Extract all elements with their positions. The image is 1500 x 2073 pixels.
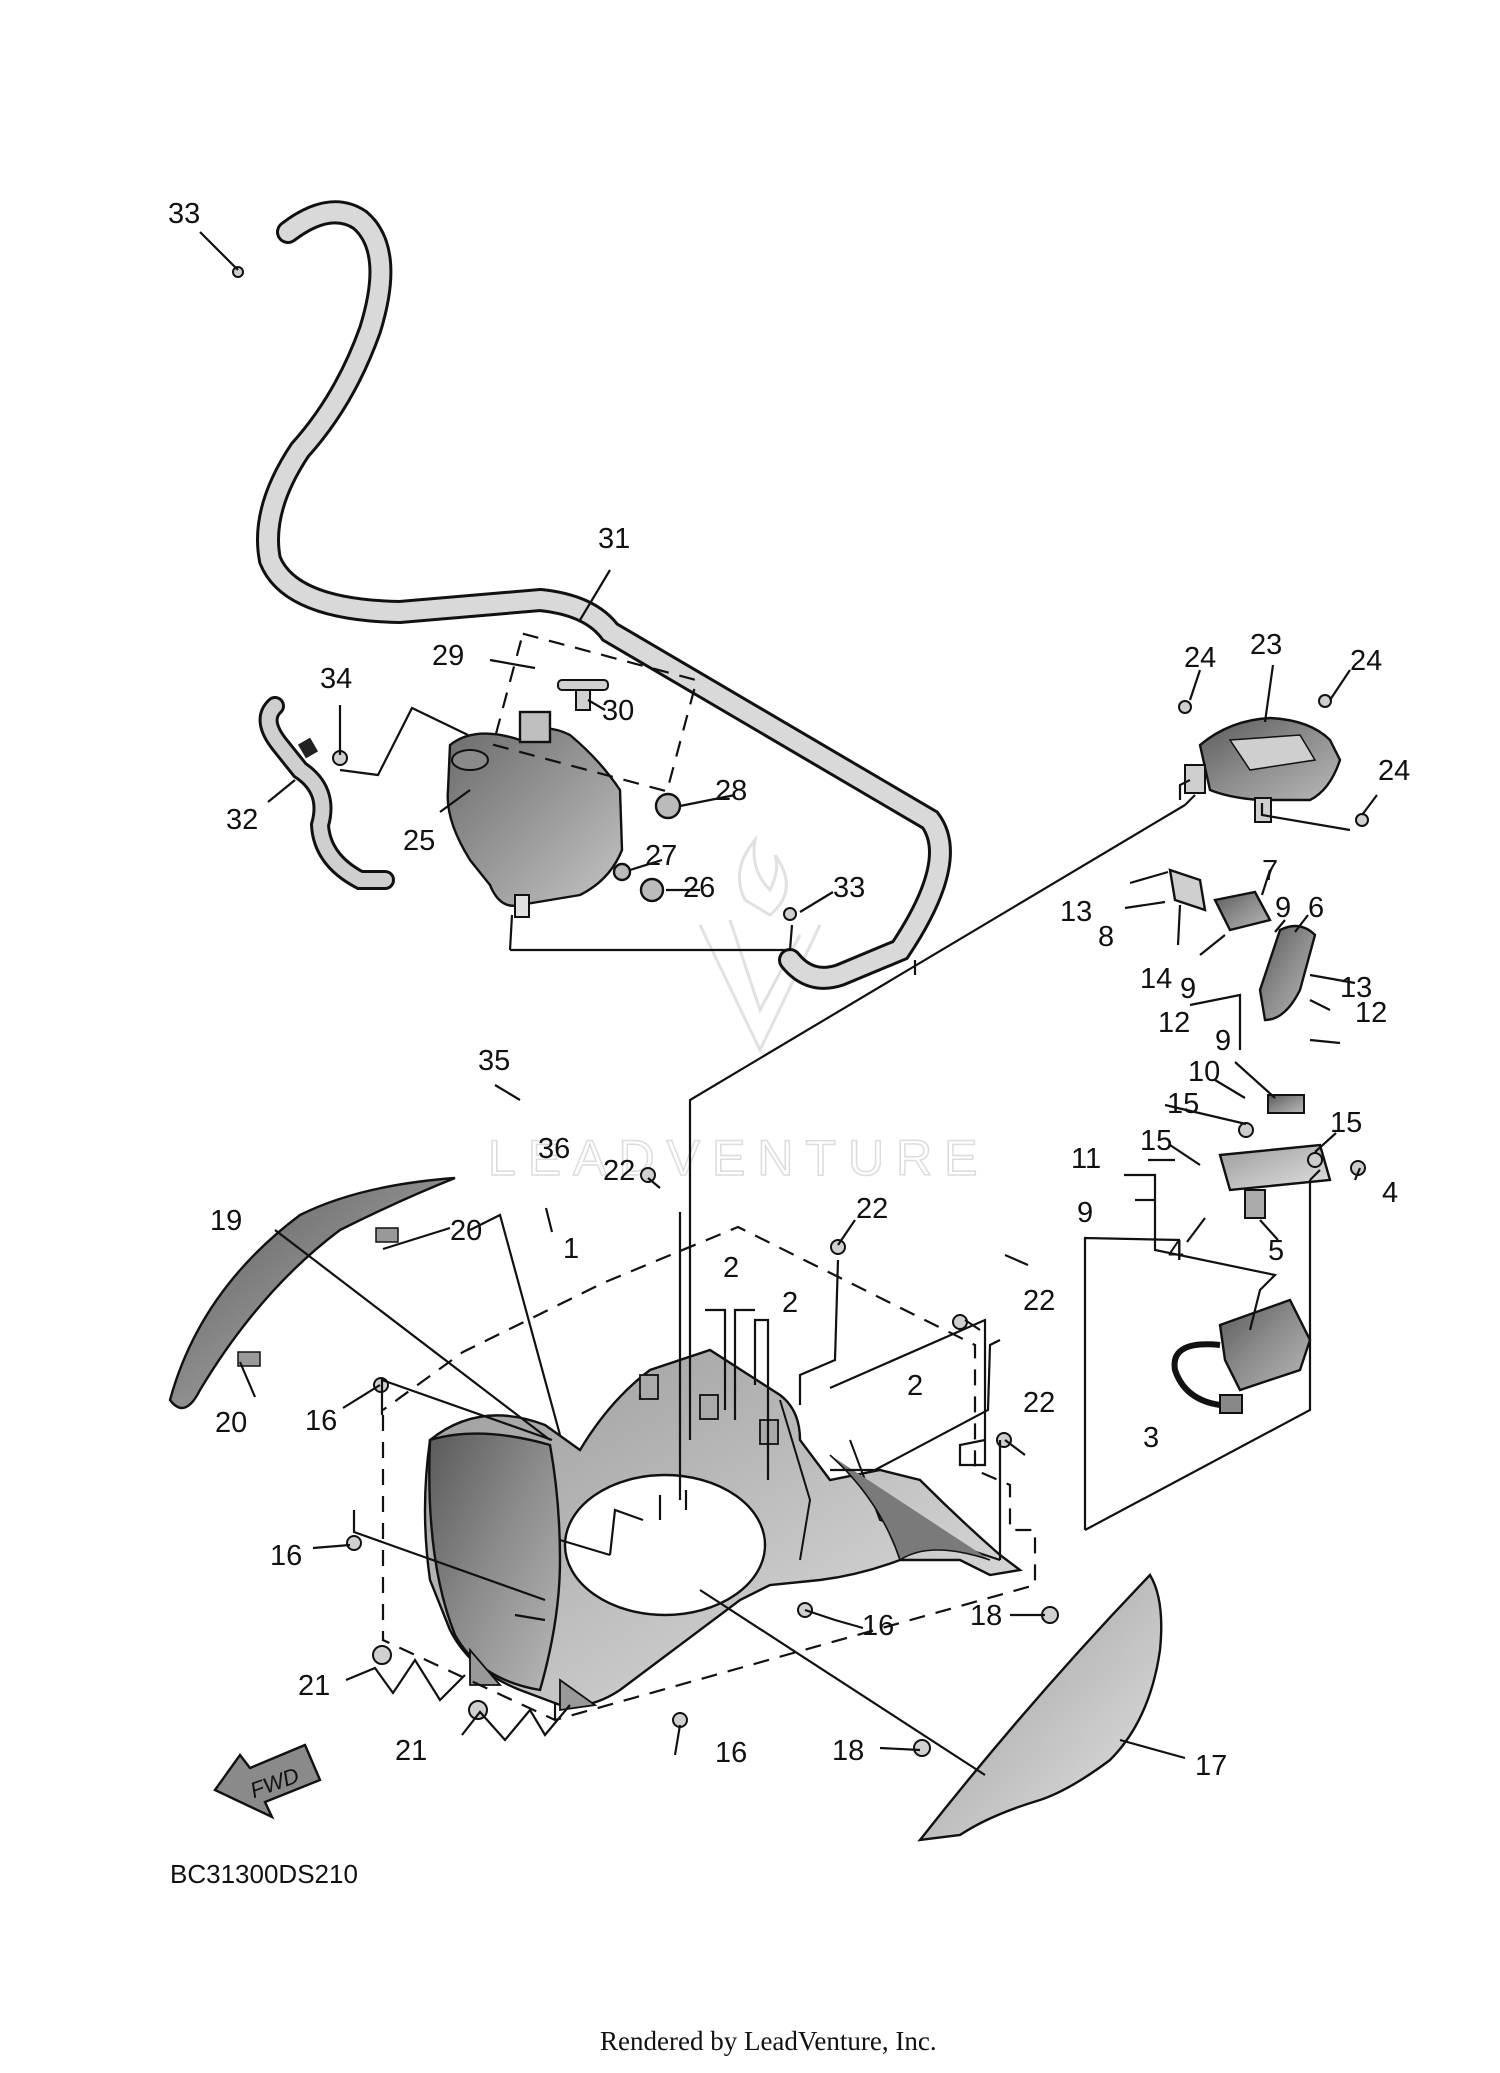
hose-32-part	[258, 696, 395, 890]
callout-c14: 14	[1140, 963, 1172, 995]
side-panel-17-part	[917, 1573, 1163, 1842]
footer-credit: Rendered by LeadVenture, Inc.	[600, 2026, 937, 2056]
callout-c15b: 15	[1140, 1125, 1172, 1157]
callout-c3: 3	[1143, 1422, 1159, 1454]
callout-c35: 35	[478, 1045, 510, 1077]
callout-c9c: 9	[1215, 1025, 1231, 1057]
watermark-text: LEADVENTURE	[488, 1130, 990, 1186]
callout-c16b: 16	[270, 1540, 302, 1572]
callout-c21b: 21	[395, 1735, 427, 1767]
callout-c9b: 9	[1180, 973, 1196, 1005]
callout-c24a: 24	[1184, 642, 1216, 674]
callout-c13b: 13	[1340, 972, 1372, 1004]
trim-strip-19-part	[168, 1176, 456, 1410]
callout-c15c: 15	[1330, 1107, 1362, 1139]
fasteners-panel	[232, 266, 1369, 1757]
callout-c29: 29	[432, 640, 464, 672]
callout-c9a: 9	[1275, 892, 1291, 924]
callout-c19: 19	[210, 1205, 242, 1237]
dashed-boundaries	[381, 1225, 1037, 1722]
callout-c28: 28	[715, 775, 747, 807]
callout-c4a: 4	[1382, 1177, 1398, 1209]
fwd-arrow-icon: FWD	[213, 1743, 322, 1820]
callout-c6: 6	[1308, 892, 1324, 924]
callout-c17: 17	[1195, 1750, 1227, 1782]
fasteners-tank	[612, 792, 682, 903]
callout-c33a: 33	[168, 198, 200, 230]
callout-c24c: 24	[1378, 755, 1410, 787]
cap-30-part	[491, 632, 699, 793]
reservoir-tank-25-part	[446, 710, 624, 918]
bracket-parts-group	[1168, 868, 1366, 1219]
hose-31-part	[256, 200, 952, 990]
callout-c25: 25	[403, 825, 435, 857]
callout-c2b: 2	[782, 1287, 798, 1319]
callout-c30: 30	[602, 695, 634, 727]
callout-c20b: 20	[215, 1407, 247, 1439]
callout-c4b: 4	[1168, 1235, 1184, 1267]
watermark-logo-icon	[698, 834, 822, 1054]
callout-c2a: 2	[723, 1252, 739, 1284]
callout-c22d: 22	[1023, 1387, 1055, 1419]
callout-c1: 1	[563, 1233, 579, 1265]
callout-c2c: 2	[907, 1370, 923, 1402]
callout-c10: 10	[1188, 1056, 1220, 1088]
callout-c32: 32	[226, 804, 258, 836]
inner-panel-1-part	[423, 1348, 1023, 1712]
controller-3-part	[1171, 1298, 1312, 1414]
callout-c27: 27	[645, 840, 677, 872]
callout-c21a: 21	[298, 1670, 330, 1702]
callout-c22c: 22	[1023, 1285, 1055, 1317]
callout-c22b: 22	[856, 1193, 888, 1225]
callout-c16c: 16	[862, 1610, 894, 1642]
callout-c9d: 9	[1077, 1197, 1093, 1229]
callout-c23: 23	[1250, 629, 1282, 661]
callout-c34: 34	[320, 663, 352, 695]
callout-c7: 7	[1262, 855, 1278, 887]
callout-c33b: 33	[833, 872, 865, 904]
callout-c12b: 12	[1355, 997, 1387, 1029]
callout-c36: 36	[538, 1133, 570, 1165]
callout-c8: 8	[1098, 921, 1114, 953]
callout-c16a: 16	[305, 1405, 337, 1437]
cover-23-part	[1184, 716, 1342, 823]
diagram-code: BC31300DS210	[170, 1859, 358, 1889]
callout-c26: 26	[683, 872, 715, 904]
watermark: LEADVENTURE	[487, 834, 990, 1187]
callout-c22a: 22	[603, 1155, 635, 1187]
callout-c13a: 13	[1060, 896, 1092, 928]
callout-c20a: 20	[450, 1215, 482, 1247]
callout-c11: 11	[1071, 1143, 1101, 1175]
callout-c24b: 24	[1350, 645, 1382, 677]
callout-c18b: 18	[832, 1735, 864, 1767]
callout-c15a: 15	[1167, 1088, 1199, 1120]
callout-c18a: 18	[970, 1600, 1002, 1632]
callout-c16d: 16	[715, 1737, 747, 1769]
leader-lines	[199, 231, 1378, 1776]
callout-c31: 31	[598, 523, 630, 555]
callout-c12a: 12	[1158, 1007, 1190, 1039]
callout-c5: 5	[1268, 1235, 1284, 1267]
